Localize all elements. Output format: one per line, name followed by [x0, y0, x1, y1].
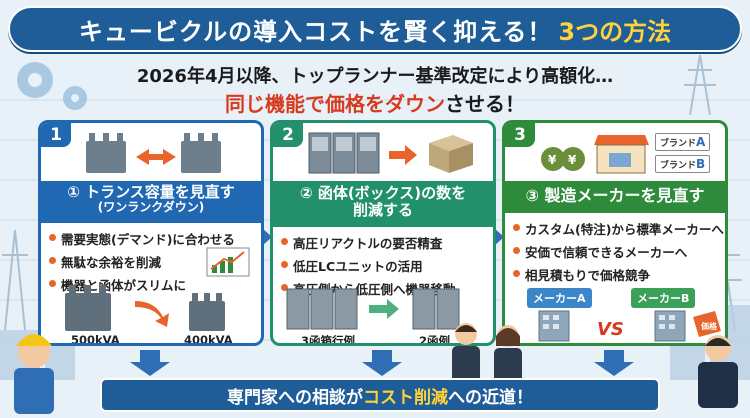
title-main: キュービクルの導入コストを賢く抑える！	[78, 17, 553, 46]
svg-text:¥: ¥	[568, 153, 577, 167]
cabinet-box-icon	[308, 132, 473, 174]
cabinet-compare-icon	[286, 288, 460, 330]
subtitle-line2: 同じ機能で価格をダウンさせる！	[0, 88, 750, 117]
list-item: 機器と函体がスリムに	[49, 275, 235, 294]
list-item: 安価で信頼できるメーカーへ	[513, 242, 724, 261]
list-item: 高圧リアクトルの要否精査	[281, 233, 456, 252]
footer-highlight: コスト削減	[363, 387, 448, 408]
method-card-3: 3 ¥ ¥ ブランドA ブランドB ③ 製造メーカーを見直す カスタム(特注)か…	[502, 120, 728, 346]
footer-pre: 専門家への相談が	[227, 387, 363, 408]
svg-text:¥: ¥	[548, 153, 557, 167]
list-item: 相見積もりで価格競争	[513, 265, 724, 284]
brand-a-tag: ブランドA	[655, 133, 711, 151]
businessman-illustration	[698, 335, 738, 408]
label-two-box: 2函例	[419, 334, 451, 346]
method-card-1: 1 ① トランス容量を見直す (ワンランクダウン) 需要実態(デマンド)に合わせ…	[38, 120, 264, 346]
transformer-icon	[86, 133, 221, 173]
footer-banner: 専門家への相談がコスト削減への近道！	[100, 378, 660, 412]
chart-icon	[206, 247, 250, 277]
bullet-list: カスタム(特注)から標準メーカーへ 安価で信頼できるメーカーへ 相見積もりで価格…	[513, 219, 724, 288]
title-highlight: 3つの方法	[558, 17, 672, 46]
building-icon: 価格	[538, 310, 721, 342]
list-item: 低圧LCユニットの活用	[281, 256, 456, 275]
label-three-box: 3函箱行例	[301, 334, 356, 346]
card-number: 3	[505, 123, 535, 147]
shop-money-icon: ¥ ¥	[541, 135, 649, 174]
method-card-2: 2 ② 函体(ボックス)の数を 削減する 高圧リアクトルの要否精査 低圧LCユニ…	[270, 120, 496, 346]
gear-icon	[17, 62, 87, 110]
list-item: 無駄な余裕を削減	[49, 252, 235, 271]
subtitle-black: させる！	[445, 92, 525, 116]
bullet-list: 需要実態(デマンド)に合わせる 無駄な余裕を削減 機器と函体がスリムに	[49, 229, 235, 298]
maker-a-label: メーカーA	[527, 288, 592, 308]
footer-post: への近道！	[448, 387, 533, 408]
subtitle-red: 同じ機能で価格をダウン	[225, 92, 445, 116]
subtitle-line1: 2026年4月以降、トップランナー基準改定により高額化…	[136, 66, 614, 87]
card-heading: ① トランス容量を見直す (ワンランクダウン)	[41, 181, 261, 223]
brand-b-tag: ブランドB	[655, 155, 711, 173]
card-heading: ③ 製造メーカーを見直す	[505, 181, 725, 213]
transformer-compare-icon	[65, 285, 225, 331]
vs-label: VS	[597, 319, 624, 340]
list-item: カスタム(特注)から標準メーカーへ	[513, 219, 724, 238]
title-banner: キュービクルの導入コストを賢く抑える！ 3つの方法	[8, 6, 742, 52]
card-number: 1	[41, 123, 71, 147]
maker-b-label: メーカーB	[631, 288, 696, 308]
card-heading: ② 函体(ボックス)の数を 削減する	[273, 181, 493, 227]
worker-illustration	[14, 334, 54, 414]
price-tag-label: 価格	[700, 321, 718, 331]
list-item: 需要実態(デマンド)に合わせる	[49, 229, 235, 248]
card-number: 2	[273, 123, 303, 147]
label-500kva: 500kVA	[71, 333, 120, 346]
label-400kva: 400kVA	[184, 333, 233, 346]
